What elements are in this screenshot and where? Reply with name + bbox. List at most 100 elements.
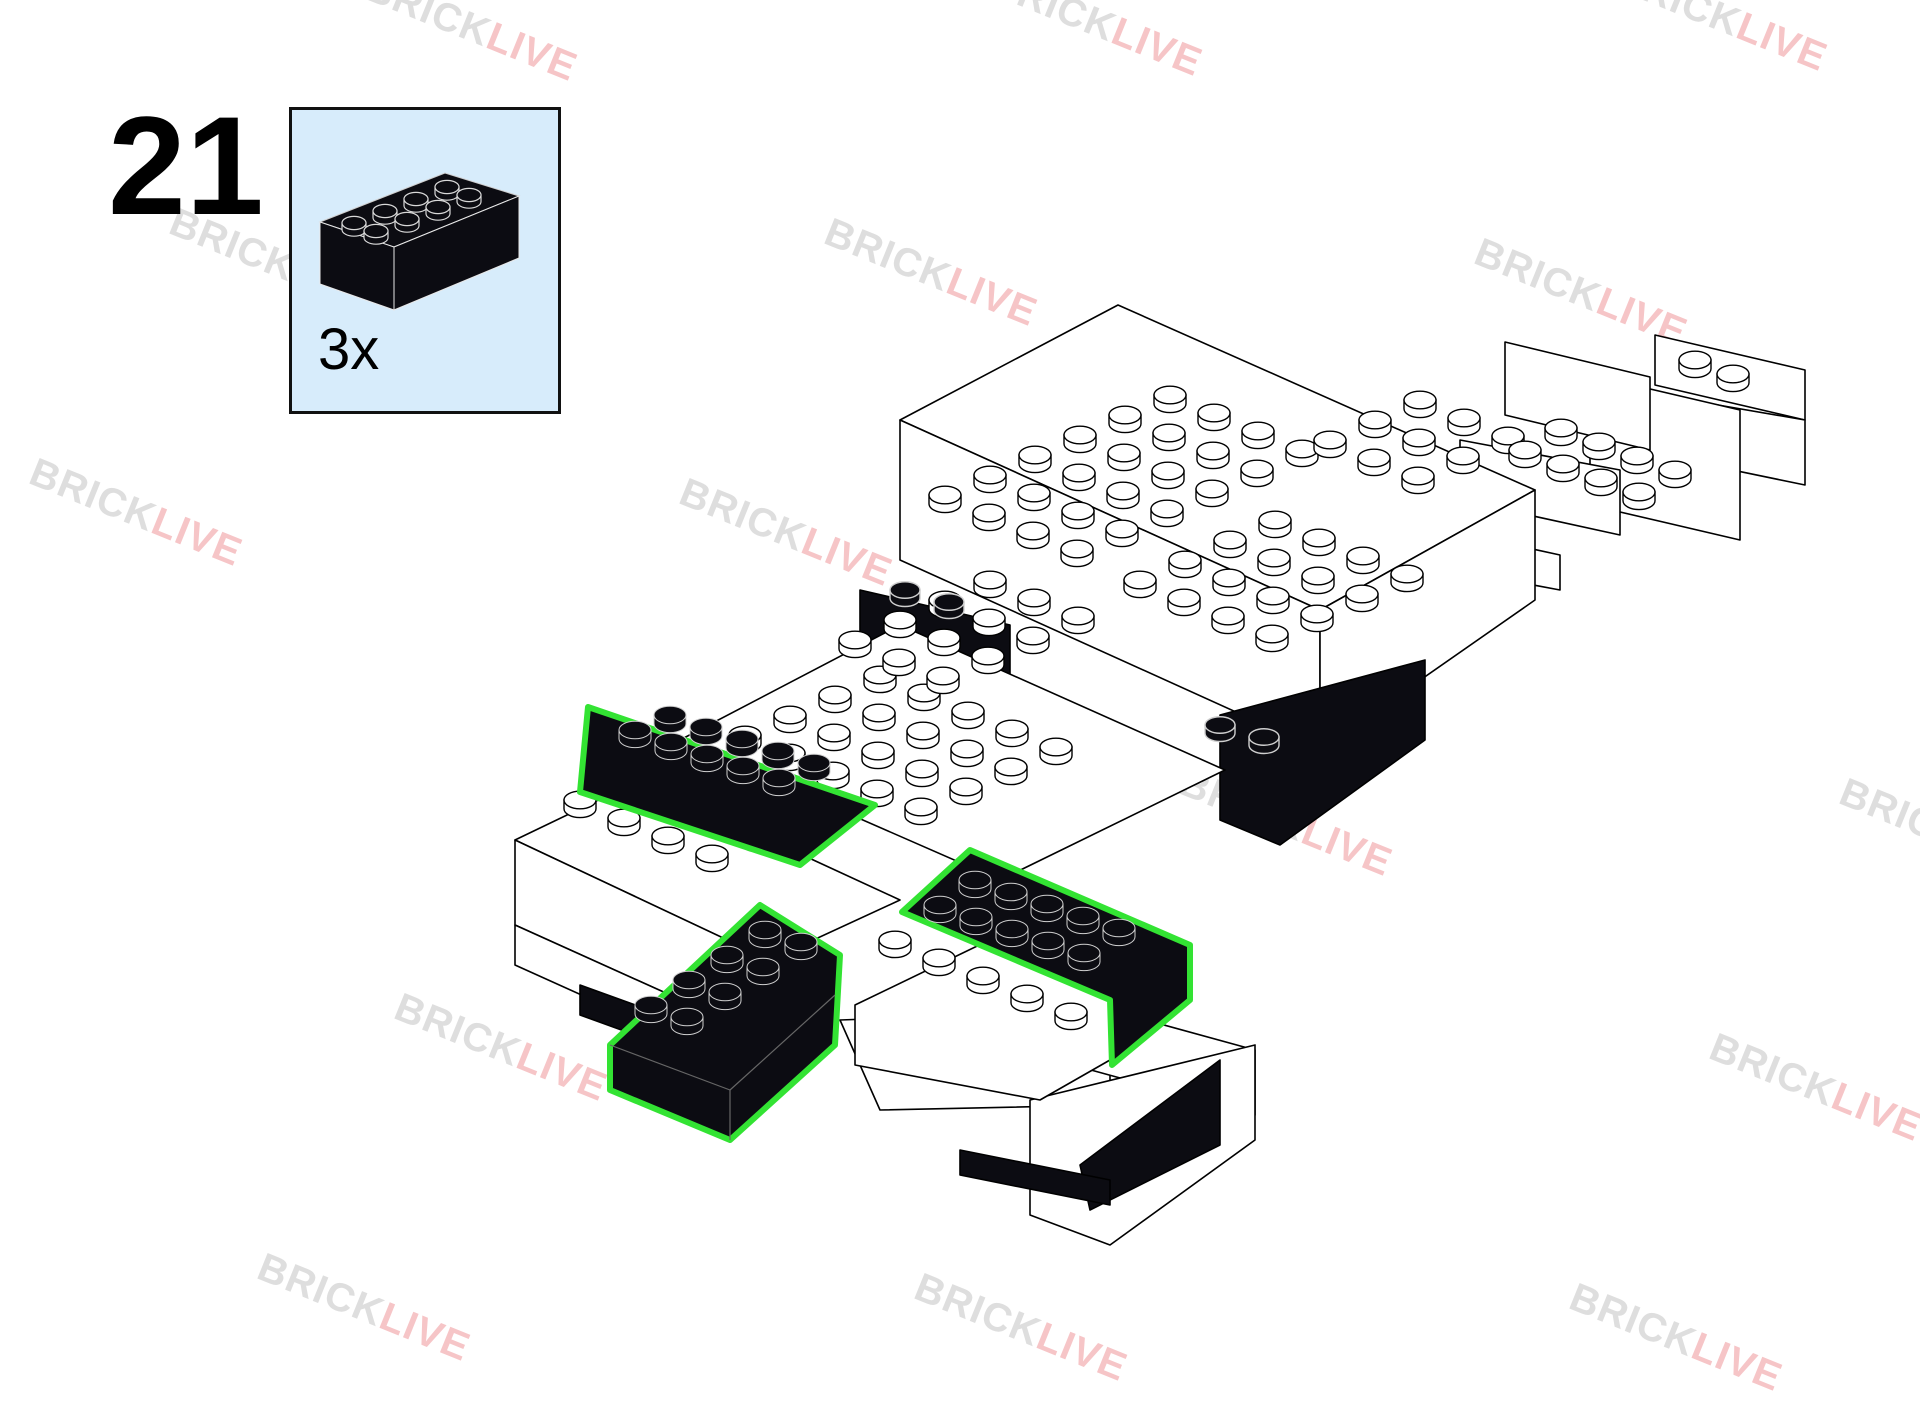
part-stud <box>403 191 429 213</box>
stud <box>1346 546 1380 575</box>
stud <box>607 808 641 837</box>
stud <box>1105 519 1139 548</box>
stud <box>1257 548 1291 577</box>
stud <box>1016 521 1050 550</box>
stud <box>1300 604 1334 633</box>
stud <box>1151 461 1185 490</box>
new-brick-stud <box>958 870 992 899</box>
stud <box>1658 460 1692 489</box>
stud <box>1358 410 1392 439</box>
stud <box>1546 454 1580 483</box>
new-brick-stud <box>618 720 652 749</box>
new-brick-stud <box>746 957 780 986</box>
stud <box>1255 624 1289 653</box>
stud <box>1313 430 1347 459</box>
new-brick-stud <box>670 1007 704 1036</box>
part-stud <box>363 223 389 245</box>
stud <box>1446 446 1480 475</box>
stud <box>861 741 895 770</box>
new-brick-stud <box>1030 894 1064 923</box>
stud <box>1620 446 1654 475</box>
stud <box>1010 984 1044 1013</box>
stud <box>862 703 896 732</box>
stud <box>1508 440 1542 469</box>
stud <box>1678 350 1712 379</box>
new-brick-stud <box>653 705 687 734</box>
new-brick-stud <box>710 945 744 974</box>
stud <box>1447 408 1481 437</box>
stud <box>1584 468 1618 497</box>
stud <box>950 739 984 768</box>
black-2x4-brick-icon <box>318 172 521 311</box>
stud <box>1123 570 1157 599</box>
stud <box>1256 586 1290 615</box>
new-brick-stud <box>1031 931 1065 960</box>
new-brick-stud <box>995 919 1029 948</box>
stud <box>1196 441 1230 470</box>
new-brick-stud <box>634 995 668 1024</box>
new-brick-stud <box>748 920 782 949</box>
stud <box>838 630 872 659</box>
stud <box>1544 418 1578 447</box>
stud <box>1212 568 1246 597</box>
stud <box>973 465 1007 494</box>
stud <box>926 666 960 695</box>
stud <box>1108 405 1142 434</box>
stud <box>905 759 939 788</box>
stud <box>1195 479 1229 508</box>
stud <box>1211 606 1245 635</box>
new-brick-stud <box>654 732 688 761</box>
stud <box>1357 448 1391 477</box>
stud <box>1258 510 1292 539</box>
new-brick-stud <box>959 907 993 936</box>
stud <box>1017 588 1051 617</box>
new-brick-stud <box>761 741 795 770</box>
stud <box>1390 564 1424 593</box>
stud <box>1302 528 1336 557</box>
stud <box>1402 428 1436 457</box>
stud <box>1197 403 1231 432</box>
stud <box>651 826 685 855</box>
part-stud <box>394 211 420 233</box>
stud <box>1401 466 1435 495</box>
stud <box>1061 501 1095 530</box>
stud <box>889 581 921 608</box>
stud <box>949 777 983 806</box>
stud <box>972 608 1006 637</box>
step-number: 21 <box>108 87 264 244</box>
stud <box>1106 481 1140 510</box>
stud <box>933 593 965 620</box>
stud <box>1204 716 1236 743</box>
stud <box>951 701 985 730</box>
stud <box>1061 606 1095 635</box>
stud <box>1582 432 1616 461</box>
new-brick-stud <box>762 768 796 797</box>
stud <box>995 719 1029 748</box>
new-brick-stud <box>726 756 760 785</box>
new-brick-stud <box>784 932 818 961</box>
stud <box>922 948 956 977</box>
stud <box>1062 463 1096 492</box>
stud <box>966 966 1000 995</box>
stud <box>1248 728 1280 755</box>
part-quantity: 3x <box>318 317 380 382</box>
stud <box>1213 530 1247 559</box>
stud <box>773 705 807 734</box>
brick-model-illustration <box>514 304 1806 1246</box>
new-brick-stud <box>797 753 831 782</box>
stud <box>1152 423 1186 452</box>
stud <box>971 646 1005 675</box>
stud <box>1150 499 1184 528</box>
stud <box>1153 385 1187 414</box>
stud <box>1301 566 1335 595</box>
stud <box>1285 439 1319 468</box>
stud <box>883 610 917 639</box>
stud <box>928 485 962 514</box>
stud <box>1167 588 1201 617</box>
stud <box>1107 443 1141 472</box>
stud <box>972 503 1006 532</box>
new-brick-stud <box>708 982 742 1011</box>
new-black-bricks <box>577 704 1193 1143</box>
stud <box>1018 445 1052 474</box>
stud <box>1017 483 1051 512</box>
